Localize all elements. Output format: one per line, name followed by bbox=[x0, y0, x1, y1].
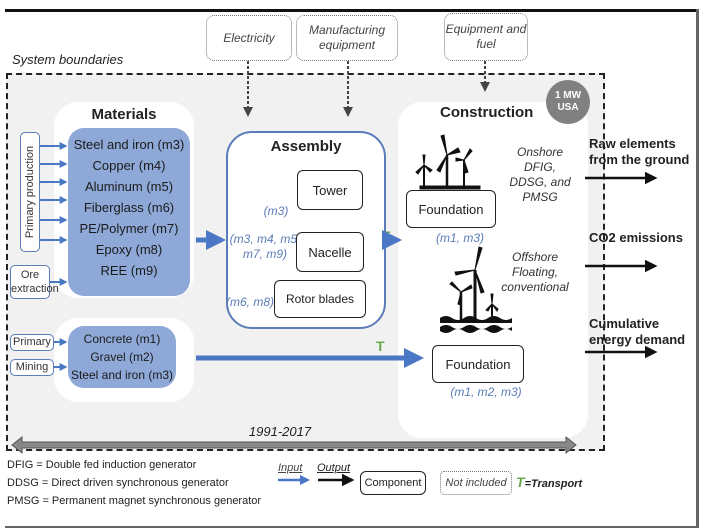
frame-right-border bbox=[696, 9, 699, 527]
material-item: Aluminum (m5) bbox=[84, 179, 174, 194]
rotor-blades-materials: (m6, m8) bbox=[226, 295, 274, 309]
onshore-foundation-materials: (m1, m3) bbox=[436, 231, 484, 245]
primary-production-arrows bbox=[40, 142, 68, 371]
ore-extraction-box: Ore extraction bbox=[10, 265, 59, 299]
offshore-foundation-materials: (m1, m2, m3) bbox=[450, 385, 522, 399]
assembly-title: Assembly bbox=[270, 138, 342, 155]
manufacturing-equipment-box: Manufacturing equipment bbox=[296, 15, 398, 61]
legend-not-included-box: Not included bbox=[440, 471, 512, 495]
legend-transport-label: =Transport bbox=[524, 478, 583, 490]
legend-input-label: Input bbox=[278, 462, 303, 474]
output-arrows bbox=[585, 171, 658, 359]
legend-transport-letter: T bbox=[516, 474, 525, 490]
abbreviation-dfig: DFIG = Double fed induction generator bbox=[7, 459, 197, 471]
construction-material-item: Steel and iron (m3) bbox=[70, 368, 174, 382]
frame-top-border bbox=[5, 9, 697, 12]
rotor-blades-component: Rotor blades bbox=[274, 280, 366, 318]
material-item: Epoxy (m8) bbox=[95, 242, 163, 257]
materials-title: Materials bbox=[91, 106, 157, 123]
offshore-turbines-icon bbox=[440, 246, 512, 333]
nacelle-materials: (m3, m4, m5, m7, m9) bbox=[229, 232, 301, 261]
abbreviation-pmsg: PMSG = Permanent magnet synchronous gene… bbox=[7, 495, 262, 507]
construction-materials-box: Concrete (m1) Gravel (m2) Steel and iron… bbox=[68, 326, 176, 388]
legend-transport: T=Transport bbox=[516, 474, 582, 490]
onshore-description: Onshore DFIG, DDSG, and PMSG bbox=[509, 145, 571, 204]
materials-list-box: Steel and iron (m3) Copper (m4) Aluminum… bbox=[68, 128, 190, 296]
abbreviation-ddsg: DDSG = Direct driven synchronous generat… bbox=[7, 477, 229, 489]
primary-box: Primary bbox=[10, 334, 54, 351]
mining-box: Mining bbox=[10, 359, 54, 376]
output-cumulative-energy: Cumulative energy demand bbox=[589, 316, 686, 347]
system-boundaries-label: System boundaries bbox=[12, 52, 124, 67]
legend-component-box: Component bbox=[360, 471, 426, 495]
capacity-badge: 1 MW USA bbox=[546, 80, 590, 124]
tower-materials: (m3) bbox=[263, 204, 289, 218]
frame-bottom-border bbox=[5, 526, 699, 528]
primary-production-box: Primary production bbox=[20, 132, 40, 252]
offshore-foundation: Foundation bbox=[432, 345, 524, 383]
onshore-turbines-icon bbox=[415, 134, 481, 190]
material-item: Steel and iron (m3) bbox=[73, 137, 185, 152]
construction-title: Construction bbox=[440, 104, 534, 121]
material-item: PE/Polymer (m7) bbox=[79, 221, 179, 236]
abbreviations: DFIG = Double fed induction generator DD… bbox=[7, 456, 261, 510]
construction-material-item: Concrete (m1) bbox=[83, 332, 161, 346]
output-raw-elements: Raw elements from the ground bbox=[589, 136, 690, 167]
material-item: REE (m9) bbox=[100, 263, 158, 278]
transport-marker-materials: T bbox=[376, 338, 385, 354]
material-item: Copper (m4) bbox=[92, 158, 166, 173]
output-co2-emissions: CO2 emissions bbox=[589, 230, 683, 245]
nacelle-component: Nacelle bbox=[296, 232, 364, 272]
material-item: Fiberglass (m6) bbox=[83, 200, 175, 215]
tower-component: Tower bbox=[297, 170, 363, 210]
equipment-fuel-box: Equipment and fuel bbox=[444, 13, 528, 61]
onshore-foundation: Foundation bbox=[406, 190, 496, 228]
offshore-description: Offshore Floating, conventional bbox=[501, 250, 569, 294]
timeline-label: 1991-2017 bbox=[248, 424, 312, 439]
construction-material-item: Gravel (m2) bbox=[90, 350, 154, 364]
legend-output-label: Output bbox=[317, 462, 351, 474]
electricity-box: Electricity bbox=[206, 15, 292, 61]
timeline-arrow bbox=[11, 435, 577, 455]
